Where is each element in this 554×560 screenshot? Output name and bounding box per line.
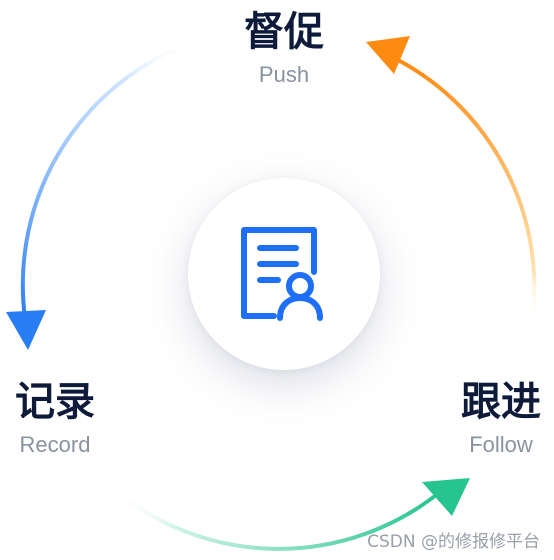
stage-follow: 跟进 Follow xyxy=(448,380,554,458)
arrowhead-record xyxy=(6,310,46,350)
stage-subtitle-follow: Follow xyxy=(469,432,533,457)
center-disc xyxy=(188,178,380,370)
watermark: CSDN @的修报修平台 xyxy=(367,532,540,552)
stage-title-push: 督促 xyxy=(244,9,324,55)
stage-record: 记录 Record xyxy=(0,380,110,458)
document-user-icon xyxy=(241,227,323,321)
stage-title-record: 记录 xyxy=(15,379,95,425)
arc-record-to-follow xyxy=(110,486,442,551)
arc-follow-to-push xyxy=(396,58,537,324)
stage-title-follow: 跟进 xyxy=(461,379,541,425)
stage-push: 督促 Push xyxy=(204,10,364,88)
arrowhead-follow xyxy=(422,478,470,516)
arrowhead-push xyxy=(366,36,410,74)
stage-subtitle-push: Push xyxy=(258,62,310,87)
stage-subtitle-record: Record xyxy=(19,432,91,457)
arc-push-to-record xyxy=(20,36,207,320)
